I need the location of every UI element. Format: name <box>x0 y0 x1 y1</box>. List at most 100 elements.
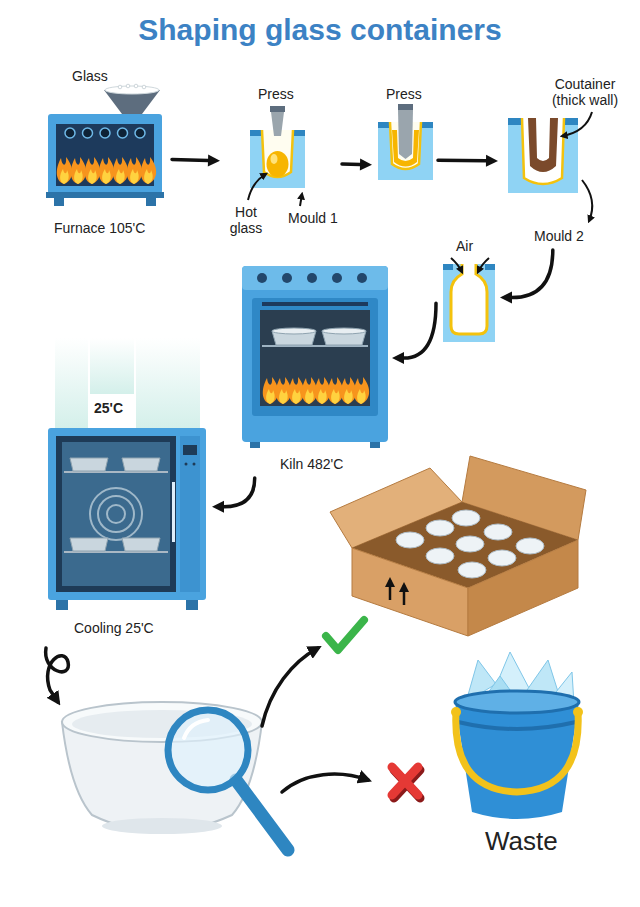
box-illustration-part <box>456 536 484 552</box>
kiln-illustration-part <box>332 273 342 283</box>
blow-mould-illustration-part <box>485 264 495 270</box>
arrow-line <box>438 158 486 162</box>
cooling-illustration-part <box>186 600 198 610</box>
inspection-illustration-part <box>168 710 248 790</box>
kiln-illustration-part <box>242 266 388 442</box>
check-mark-part <box>326 620 364 650</box>
cooling-illustration-part <box>122 538 160 551</box>
flow-arrow <box>438 155 498 167</box>
box-illustration-part <box>516 538 544 554</box>
mould-1-illustration <box>250 106 305 188</box>
press-illustration-part <box>398 110 413 159</box>
flow-arrow-drawn <box>262 648 318 726</box>
cooling-illustration-part <box>107 505 125 523</box>
cooling-illustration-part <box>180 436 200 592</box>
stage-label: Furnace 105'C <box>54 220 145 236</box>
process-stage: Air <box>436 236 500 348</box>
furnace-illustration-part <box>146 198 156 206</box>
stage-label: Glass <box>72 68 108 84</box>
mould-1-illustration-part <box>271 154 278 164</box>
bucket-illustration-part <box>456 712 578 792</box>
kiln-illustration-part <box>328 377 343 404</box>
inspection-illustration-part <box>184 720 208 738</box>
cooling-illustration-part <box>172 482 175 542</box>
bucket-illustration-part <box>455 691 579 713</box>
furnace-illustration-part <box>118 85 122 89</box>
box-illustration-part <box>452 510 480 526</box>
kiln-illustration-part <box>289 377 304 404</box>
cooling-illustration-part <box>185 463 188 466</box>
kiln-illustration-part <box>252 298 378 416</box>
box-illustration-part <box>468 540 578 636</box>
leader-line <box>582 180 592 221</box>
box-illustration-part <box>403 585 406 605</box>
cooling-illustration-part <box>55 338 88 428</box>
arrow-line <box>172 159 208 160</box>
kiln-illustration-part <box>250 442 260 448</box>
furnace-illustration-part <box>99 157 114 184</box>
box-illustration-part <box>484 524 512 540</box>
mould-1-illustration-part <box>267 151 289 177</box>
kiln-illustration-part <box>302 377 317 404</box>
furnace-illustration-part <box>71 157 86 184</box>
kiln-illustration-part <box>370 442 380 448</box>
kiln-illustration-part <box>272 328 316 334</box>
furnace-illustration-part <box>113 157 128 184</box>
blow-mould-illustration-part <box>451 264 487 334</box>
cross-mark-part <box>392 767 418 795</box>
kiln-illustration-part <box>257 273 267 283</box>
kiln-illustration-part <box>282 273 292 283</box>
kiln-illustration-part <box>260 310 370 406</box>
inspection-illustration-part <box>102 818 222 834</box>
mould-2-illustration-part <box>564 118 578 125</box>
arrow-head <box>486 155 498 167</box>
kiln-illustration-part <box>242 266 388 290</box>
leader-line <box>300 194 302 206</box>
kiln-illustration <box>242 266 388 448</box>
stage-label: Cooling 25'C <box>74 620 154 636</box>
arrow-line <box>512 250 553 298</box>
cooling-illustration-part <box>48 428 206 600</box>
cooling-illustration-part <box>136 338 200 428</box>
cooling-illustration-part <box>98 496 134 532</box>
mould-2-illustration-part <box>508 118 578 193</box>
bucket-illustration-part <box>458 722 576 729</box>
cooling-illustration <box>48 338 206 610</box>
process-stage: PressHot glassMould 1 <box>220 84 342 244</box>
stage-label: Waste <box>485 826 558 856</box>
blow-mould-illustration <box>443 264 495 342</box>
stage-label: Hot glass <box>226 204 266 236</box>
furnace-illustration-part <box>54 198 64 206</box>
kiln-illustration-part <box>322 328 366 334</box>
process-stage: Press <box>372 84 438 196</box>
furnace-illustration-part <box>100 128 110 138</box>
mould-2-illustration-part <box>522 118 564 184</box>
check-mark <box>326 620 364 650</box>
blow-mould-illustration-part <box>443 264 453 270</box>
stage-label: Press <box>258 86 294 102</box>
flow-arrow <box>172 154 220 166</box>
flow-arrow-drawn <box>282 774 368 792</box>
inspection-illustration <box>62 702 288 850</box>
process-stage: 25'CCooling 25'C <box>42 396 212 642</box>
arrow-head <box>392 352 404 364</box>
mould-2-illustration-part <box>528 118 558 172</box>
furnace-illustration-part <box>127 157 142 184</box>
stage-label: Kiln 482'C <box>280 456 343 472</box>
arrow-line <box>224 478 255 507</box>
mould-2-illustration-part <box>508 118 522 125</box>
kiln-illustration-part <box>307 273 317 283</box>
cooling-illustration-part <box>193 463 196 466</box>
furnace-illustration-part <box>142 85 146 89</box>
flow-arrow <box>212 478 255 513</box>
kiln-illustration-part <box>262 302 368 306</box>
arrow-head <box>360 158 372 170</box>
leader-line <box>562 112 592 136</box>
box-illustration-part <box>426 520 454 536</box>
air-arrow <box>478 258 489 272</box>
furnace-illustration-part <box>83 128 93 138</box>
box-illustration-part <box>488 550 516 566</box>
stage-label: Air <box>456 238 473 254</box>
